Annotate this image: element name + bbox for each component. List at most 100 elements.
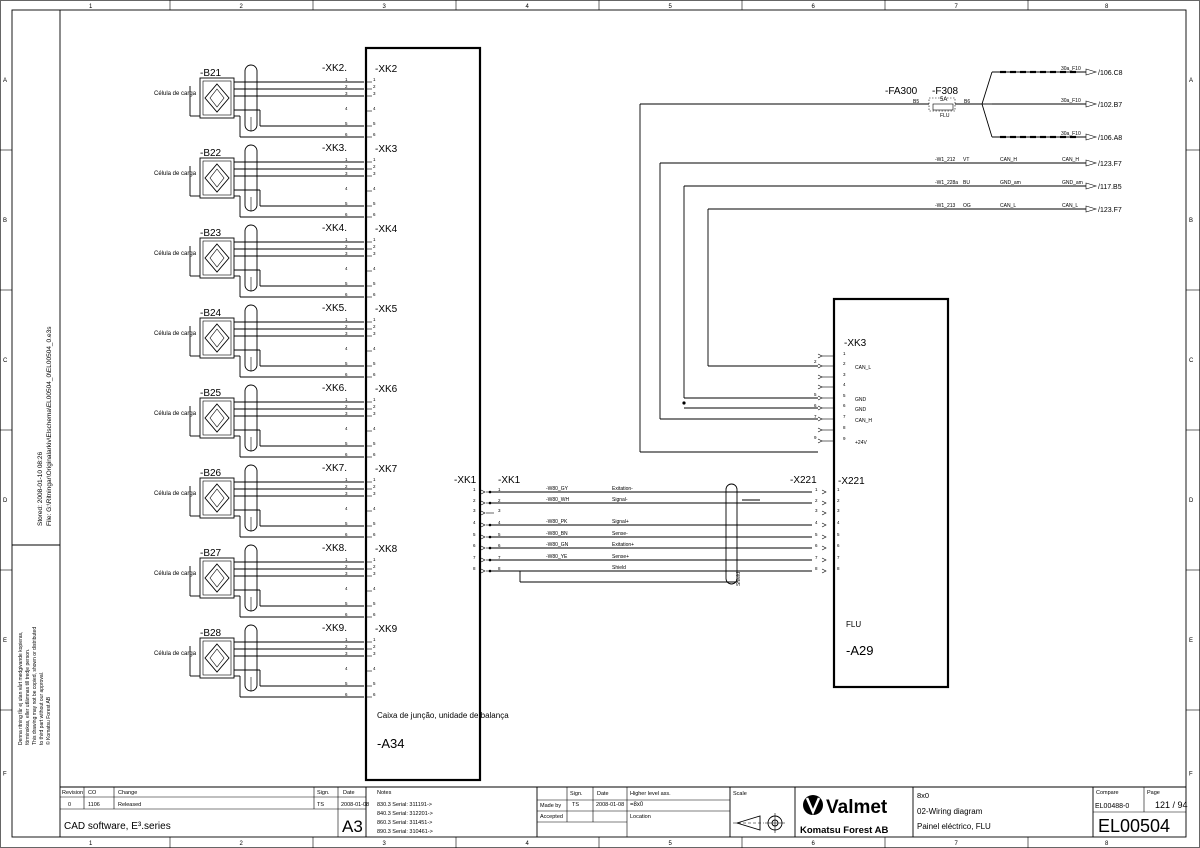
pin-number: 7 (815, 555, 818, 560)
xk1-outer-label: -XK1 (454, 475, 477, 486)
pin-number: 3 (345, 491, 348, 496)
pin-number: 7 (837, 555, 840, 560)
flu-signal-label: CAN_L (855, 365, 871, 371)
pin-number: 5 (815, 532, 818, 537)
pin-number: 3 (345, 651, 348, 656)
svg-text:8x0: 8x0 (917, 791, 929, 800)
pin-number: 3 (498, 508, 501, 513)
connector-label: -XK6. (322, 383, 347, 394)
pin-number: 2 (373, 244, 376, 249)
flu-ref: -A29 (846, 643, 873, 658)
pin-number: 1 (373, 397, 376, 402)
svg-text:TS: TS (317, 802, 324, 808)
pin-number: 5 (345, 601, 348, 606)
pin-number: 6 (345, 692, 348, 697)
pin-number: 2 (345, 324, 348, 329)
svg-text:Page: Page (1147, 790, 1160, 796)
pin-number: 9 (843, 436, 846, 441)
wire-label: -W80_WH (546, 497, 569, 503)
pin-number: 1 (373, 237, 376, 242)
paper-format: A3 (342, 817, 363, 836)
load-cell-label: Célula de carga (154, 171, 197, 177)
pin-number: 6 (373, 452, 376, 457)
row-mark: F (1189, 772, 1193, 778)
pin-number: 4 (373, 586, 376, 591)
column-mark: 6 (812, 841, 816, 847)
pin-number: 3 (373, 491, 376, 496)
pin-number: 2 (345, 404, 348, 409)
load-cell-id: -B22 (200, 148, 222, 159)
pin-number: 6 (373, 292, 376, 297)
svg-text:B5: B5 (913, 99, 919, 105)
row-mark: C (1189, 358, 1194, 364)
pin-number: 1 (373, 477, 376, 482)
pin-number: 6 (373, 612, 376, 617)
pin-number: 4 (345, 186, 348, 191)
svg-text:30a_F10: 30a_F10 (1061, 98, 1081, 104)
inner-connector-label: -XK8 (375, 544, 398, 555)
row-mark: D (1189, 498, 1194, 504)
pin-number: 1 (837, 487, 840, 492)
svg-text:© Komatsu Forest AB: © Komatsu Forest AB (45, 696, 52, 745)
pin-number: 2 (373, 164, 376, 169)
svg-text:Compare: Compare (1096, 790, 1119, 796)
pin-number: 6 (373, 692, 376, 697)
column-mark: 5 (669, 841, 673, 847)
load-cell-id: -B21 (200, 68, 222, 79)
pin-number: 7 (843, 414, 846, 419)
svg-text:Date: Date (597, 791, 609, 797)
pin-number: 2 (345, 564, 348, 569)
pin-number: 2 (837, 498, 840, 503)
compare-doc: EL00488-0 (1095, 803, 1129, 810)
reference-arrow-icon (1085, 159, 1098, 167)
pin-number: 8 (473, 566, 476, 571)
pin-number: 2 (373, 324, 376, 329)
reference-target: /123.F7 (1098, 207, 1122, 214)
bridge-icon (204, 403, 230, 433)
pin-number: 2 (498, 498, 501, 503)
reference-arrow-icon (1085, 205, 1098, 213)
row-mark: B (1189, 218, 1193, 224)
load-cell-label: Célula de carga (154, 411, 197, 417)
connector-label: -XK3. (322, 143, 347, 154)
reference-target: /123.F7 (1098, 161, 1122, 168)
bridge-icon (204, 643, 230, 673)
pin-number: 4 (373, 266, 376, 271)
pin-number: 6 (345, 372, 348, 377)
pin-number: 6 (843, 403, 846, 408)
pin-number: 5 (373, 521, 376, 526)
connector-label: -XK5. (322, 303, 347, 314)
pin-number: 1 (373, 557, 376, 562)
svg-text:5: 5 (814, 392, 817, 397)
load-cell-id: -B27 (200, 548, 222, 559)
row-mark: B (3, 218, 7, 224)
projection-symbol-icon (733, 813, 785, 833)
fuse-symbol (932, 103, 954, 111)
pin-number: 3 (345, 251, 348, 256)
fuse-fa300-label: -FA300 (885, 86, 918, 97)
signal-label: Shield (612, 565, 626, 571)
junction-box-a34 (364, 46, 482, 782)
pin-number: 1 (843, 351, 846, 356)
load-cell-id: -B26 (200, 468, 222, 479)
pin-number: 4 (373, 426, 376, 431)
pin-number: 2 (373, 484, 376, 489)
column-mark: 5 (669, 4, 673, 10)
pin-number: 5 (345, 121, 348, 126)
drawing-title: 02-Wiring diagram (917, 807, 983, 816)
pin-number: 6 (373, 532, 376, 537)
flu-signal-label: +24V (855, 440, 867, 446)
fuse-f308-label: -F308 (932, 86, 959, 97)
pin-number: 4 (373, 346, 376, 351)
column-mark: 3 (383, 841, 387, 847)
pin-number: 6 (345, 532, 348, 537)
load-cell-id: -B25 (200, 388, 222, 399)
svg-text:=8x0: =8x0 (630, 802, 644, 808)
drawing-frame (11, 9, 1187, 838)
connector-label: -XK4. (322, 223, 347, 234)
pin-number: 5 (498, 532, 501, 537)
pin-number: 1 (815, 487, 818, 492)
